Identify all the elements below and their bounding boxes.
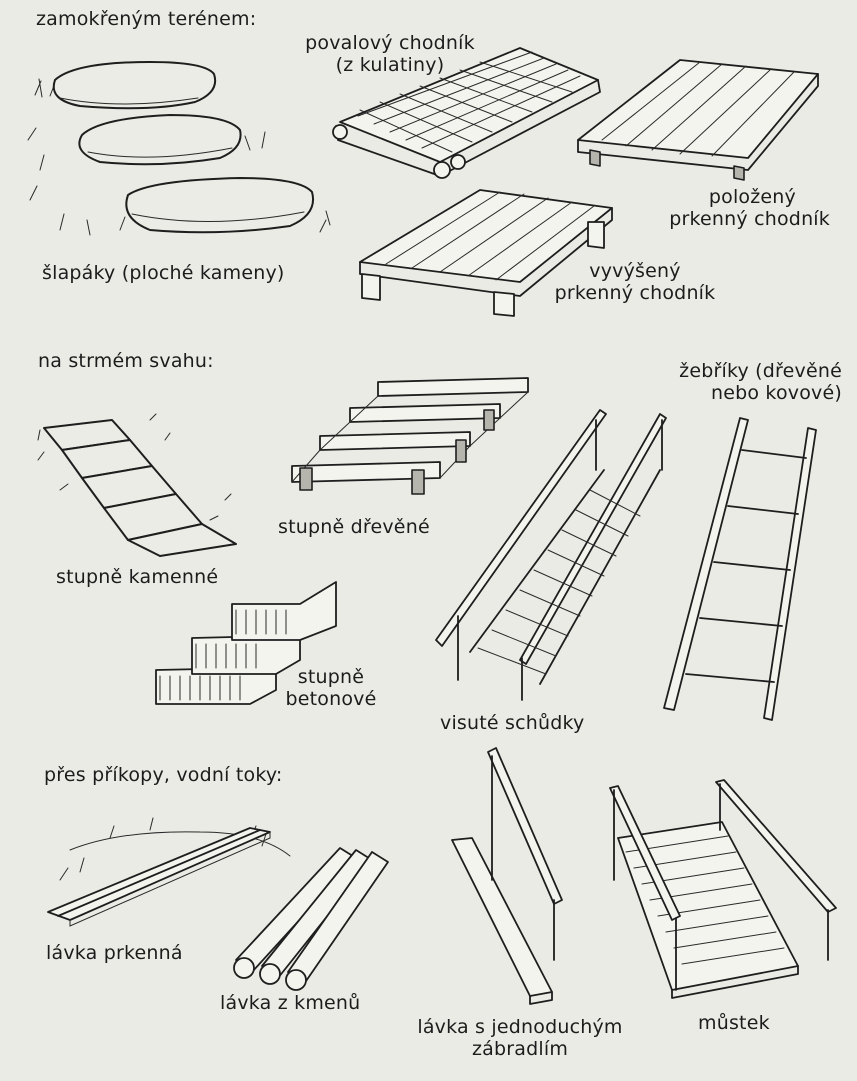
label-laid-board-path: položený prkenný chodník	[640, 186, 830, 230]
corduroy-path-drawing	[332, 47, 601, 179]
label-laid-board-path-line1: položený	[708, 186, 796, 208]
label-raised-board-path-line2: prkenný chodník	[554, 282, 716, 304]
log-footbridge-drawing	[233, 847, 389, 991]
hanging-steps-drawing	[435, 409, 667, 701]
label-simple-railing-footbridge: lávka s jednoduchým zábradlím	[400, 1016, 640, 1060]
label-hanging-steps: visuté schůdky	[440, 712, 585, 734]
simple-railing-footbridge-drawing	[451, 747, 563, 1005]
label-corduroy-path-line2: (z kulatiny)	[335, 54, 445, 76]
label-log-footbridge: lávka z kmenů	[220, 992, 361, 1014]
small-bridge-drawing	[609, 779, 837, 999]
label-concrete-steps: stupně betonové	[276, 666, 386, 710]
label-ladders-line2: nebo kovové)	[710, 382, 842, 404]
label-plank-footbridge: lávka prkenná	[46, 942, 183, 964]
concrete-steps-drawing	[155, 581, 337, 705]
label-small-bridge: můstek	[698, 1012, 770, 1034]
stepping-stones-drawing	[27, 61, 331, 236]
label-wooden-steps: stupně dřevěné	[278, 516, 430, 538]
plank-footbridge-drawing	[47, 817, 291, 927]
section-heading-steep-slope: na strmém svahu:	[38, 350, 214, 372]
label-concrete-steps-line1: stupně	[297, 666, 365, 688]
label-stone-steps: stupně kamenné	[56, 566, 219, 588]
label-laid-board-path-line2: prkenný chodník	[669, 208, 830, 230]
label-concrete-steps-line2: betonové	[285, 688, 377, 710]
label-simple-railing-footbridge-line1: lávka s jednoduchým	[417, 1016, 623, 1038]
label-simple-railing-footbridge-line2: zábradlím	[471, 1038, 569, 1060]
raised-board-path-drawing	[359, 189, 613, 317]
ladder-drawing	[663, 417, 817, 721]
section-heading-ditches: přes příkopy, vodní toky:	[44, 764, 283, 786]
stone-steps-drawing	[37, 413, 237, 557]
label-raised-board-path: vyvýšený prkenný chodník	[540, 260, 730, 304]
label-corduroy-path: povalový chodník (z kulatiny)	[290, 32, 490, 76]
label-stepping-stones: šlapáky (ploché kameny)	[42, 262, 285, 284]
label-ladders: žebříky (dřevěné nebo kovové)	[640, 360, 842, 404]
label-ladders-line1: žebříky (dřevěné	[679, 360, 842, 382]
label-corduroy-path-line1: povalový chodník	[305, 32, 475, 54]
wooden-steps-drawing	[291, 377, 529, 495]
section-heading-wet-terrain: zamokřeným terénem:	[36, 8, 257, 30]
laid-board-path-drawing	[577, 59, 819, 181]
label-raised-board-path-line1: vyvýšený	[589, 260, 681, 282]
